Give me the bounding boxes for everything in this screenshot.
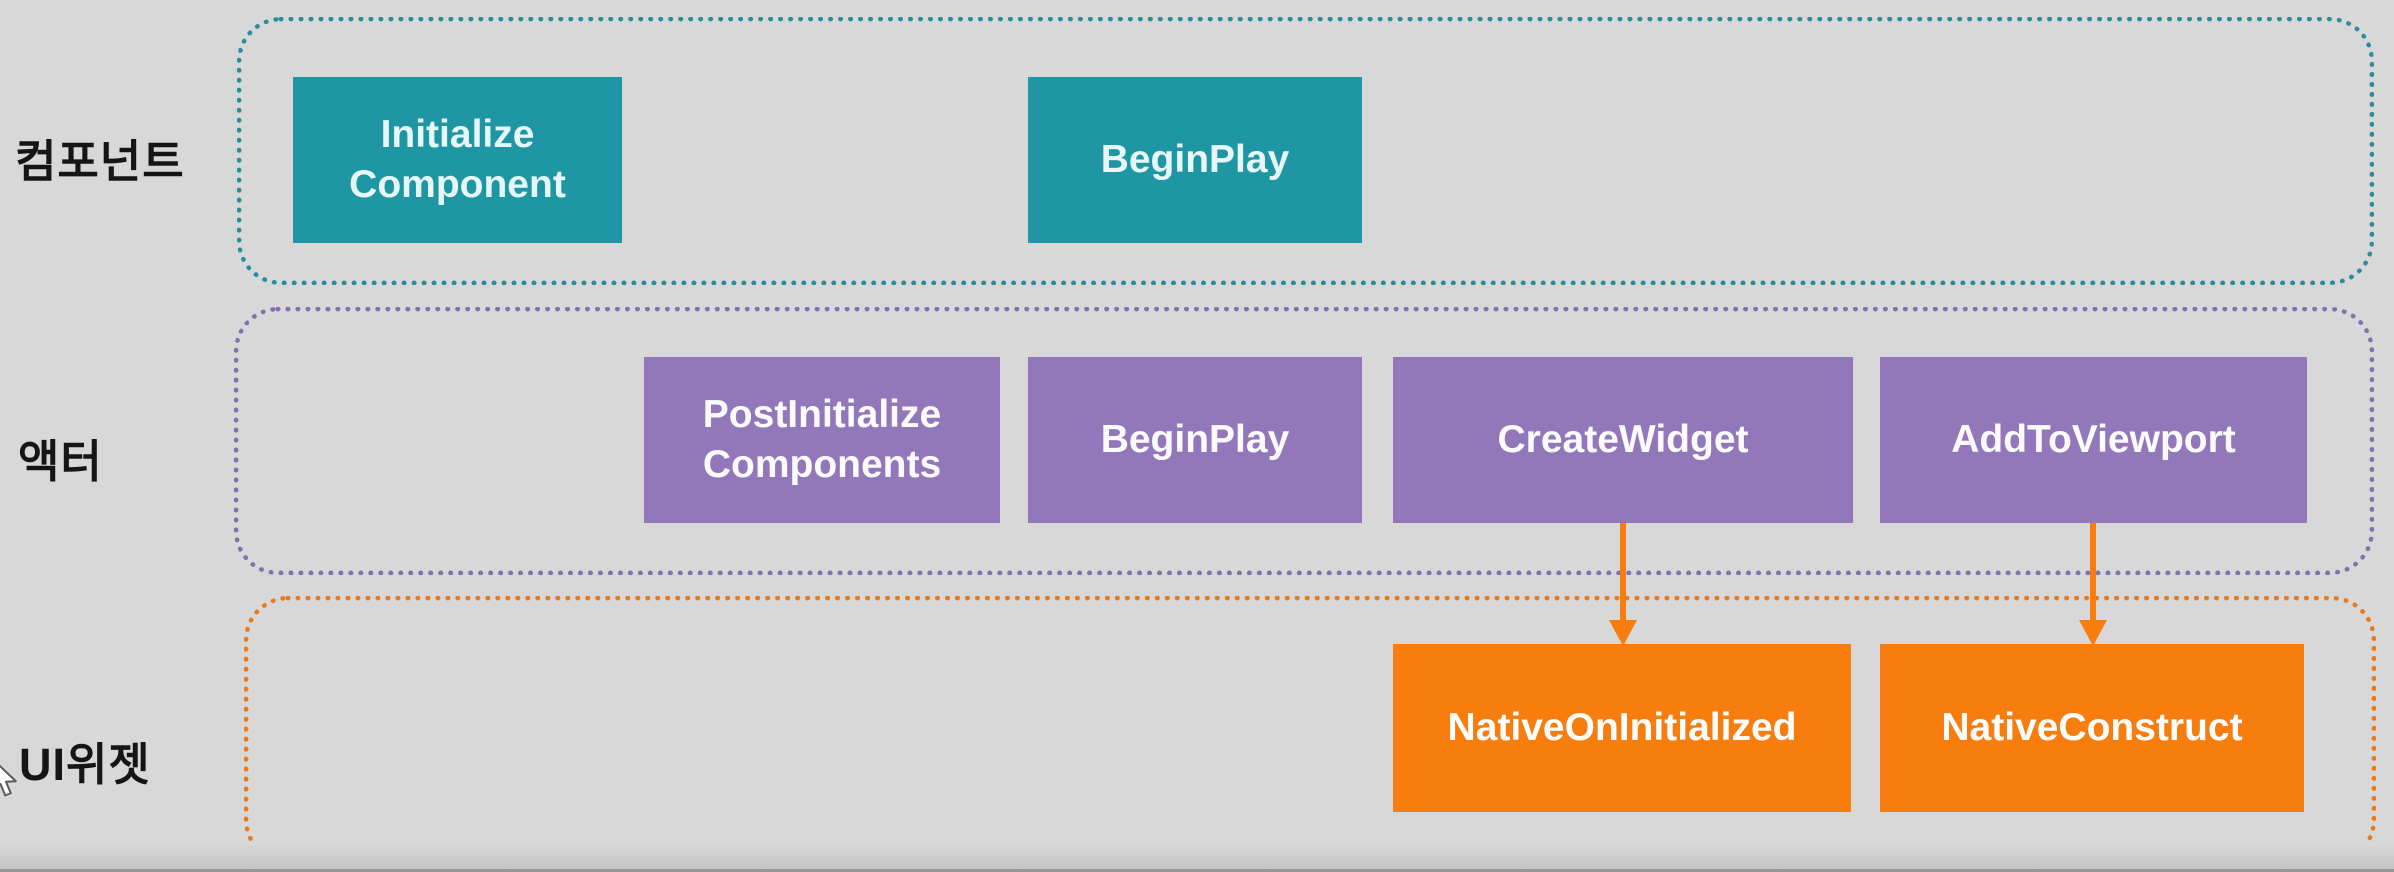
tier-frame-actor xyxy=(234,307,2374,575)
node-addtoviewport: AddToViewport xyxy=(1880,357,2307,523)
node-label-line: BeginPlay xyxy=(1100,138,1290,182)
node-label-line: AddToViewport xyxy=(1951,418,2236,462)
bottom-edge-line xyxy=(0,869,2394,872)
node-postinitialize-components: PostInitialize Components xyxy=(644,357,1000,523)
arrow-head-icon xyxy=(2079,620,2107,646)
arrow-head-icon xyxy=(1609,620,1637,646)
node-label-line: PostInitialize xyxy=(702,393,942,437)
node-label-line: CreateWidget xyxy=(1497,418,1749,462)
tier-label-ui-widget: UI위젯 xyxy=(19,739,151,790)
node-label-line: NativeOnInitialized xyxy=(1447,706,1797,750)
tier-frame-component xyxy=(237,17,2374,285)
node-initialize-component: Initialize Component xyxy=(293,77,622,243)
node-beginplay-component: BeginPlay xyxy=(1028,77,1362,243)
bottom-shade xyxy=(0,844,2394,872)
node-label-line: Initialize xyxy=(380,113,535,157)
mouse-cursor-icon xyxy=(0,764,17,797)
arrow-createwidget-to-nativeoninitialized xyxy=(1620,523,1626,623)
node-beginplay-actor: BeginPlay xyxy=(1028,357,1362,523)
node-nativeoninitialized: NativeOnInitialized xyxy=(1393,644,1851,812)
tier-label-actor: 액터 xyxy=(18,436,103,487)
arrow-addtoviewport-to-nativeconstruct xyxy=(2090,523,2096,623)
node-label-line: NativeConstruct xyxy=(1941,706,2243,750)
node-label-line: BeginPlay xyxy=(1100,418,1290,462)
node-label-line: Component xyxy=(349,163,566,206)
node-label-line: Components xyxy=(702,443,942,486)
node-nativeconstruct: NativeConstruct xyxy=(1880,644,2304,812)
node-createwidget: CreateWidget xyxy=(1393,357,1853,523)
tier-label-component: 컴포넌트 xyxy=(15,136,185,187)
